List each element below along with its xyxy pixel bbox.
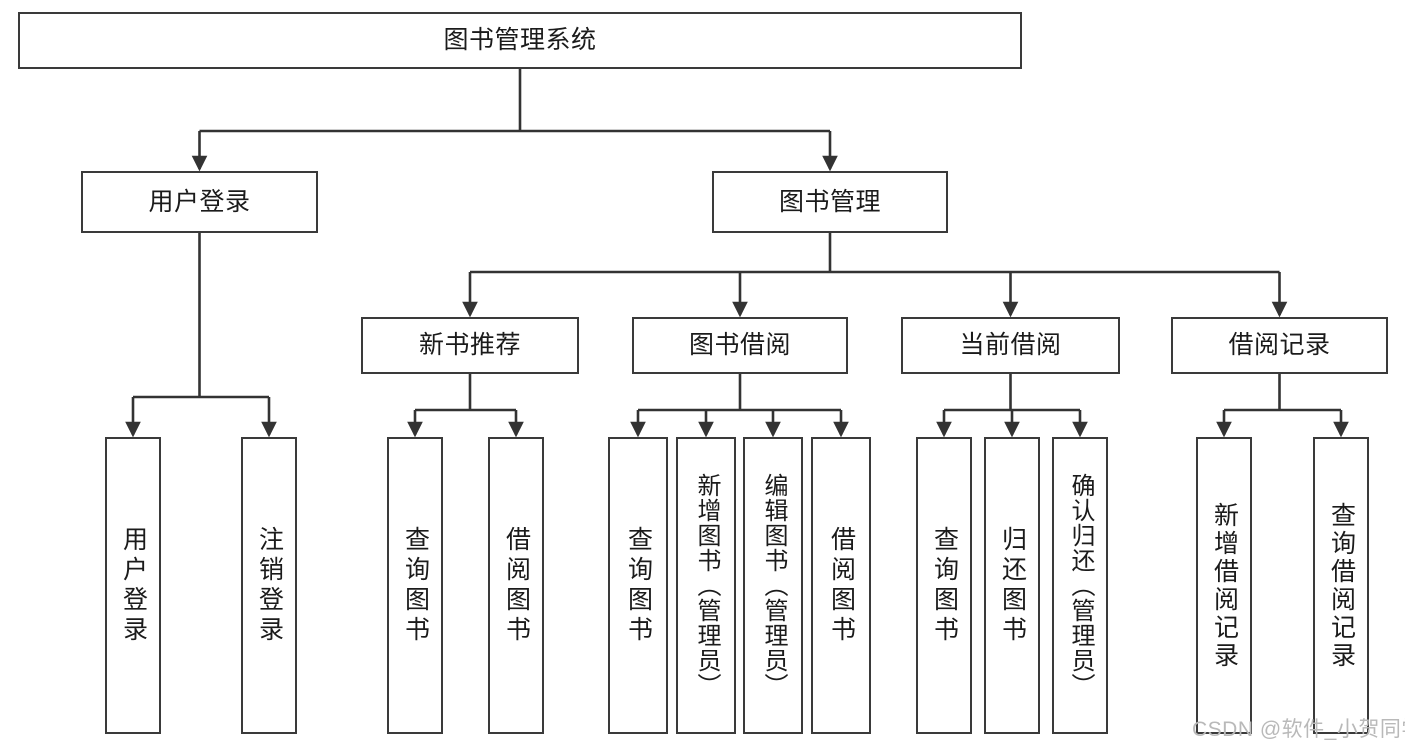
node-leaf-borrow-edit[interactable]: 编辑图书（管理员） [743,437,803,734]
node-label-books: 图书管理 [778,187,881,216]
node-records[interactable]: 借阅记录 [1171,317,1388,374]
node-current[interactable]: 当前借阅 [901,317,1120,374]
node-label-leaf-user-login: 用户登录 [119,525,148,646]
node-label-recommend: 新书推荐 [418,331,521,360]
node-recommend[interactable]: 新书推荐 [361,317,579,374]
node-label-leaf-borrow-add: 新增图书（管理员） [693,473,720,698]
node-leaf-borrow-lend[interactable]: 借阅图书 [811,437,871,734]
node-leaf-user-logout[interactable]: 注销登录 [241,437,297,734]
node-label-leaf-cur-return: 归还图书 [998,525,1027,646]
node-label-login: 用户登录 [148,187,251,216]
node-root[interactable]: 图书管理系统 [18,12,1022,69]
node-leaf-rec-add[interactable]: 新增借阅记录 [1196,437,1252,734]
node-leaf-user-login[interactable]: 用户登录 [105,437,161,734]
node-leaf-cur-return[interactable]: 归还图书 [984,437,1040,734]
csdn-watermark: CSDN @软件_小贺同学 [1192,718,1405,741]
node-label-leaf-borrow-edit: 编辑图书（管理员） [760,473,787,698]
node-label-current: 当前借阅 [959,331,1062,360]
node-label-leaf-cur-query: 查询图书 [930,525,959,646]
node-label-leaf-user-logout: 注销登录 [255,525,284,646]
node-leaf-borrow-query[interactable]: 查询图书 [608,437,668,734]
node-label-leaf-borrow-query: 查询图书 [624,525,653,646]
node-label-leaf-rec-query: 查询图书 [401,525,430,646]
node-leaf-rec-search[interactable]: 查询借阅记录 [1313,437,1369,734]
node-label-records: 借阅记录 [1228,331,1331,360]
node-label-leaf-rec-borrow: 借阅图书 [502,525,531,646]
node-borrow[interactable]: 图书借阅 [632,317,848,374]
node-login[interactable]: 用户登录 [81,171,318,233]
node-label-leaf-borrow-lend: 借阅图书 [827,525,856,646]
node-leaf-cur-confirm[interactable]: 确认归还（管理员） [1052,437,1108,734]
node-leaf-rec-borrow[interactable]: 借阅图书 [488,437,544,734]
node-leaf-cur-query[interactable]: 查询图书 [916,437,972,734]
node-label-root: 图书管理系统 [443,26,597,55]
node-leaf-rec-query[interactable]: 查询图书 [387,437,443,734]
node-label-borrow: 图书借阅 [688,331,791,360]
node-label-leaf-rec-add: 新增借阅记录 [1210,501,1239,670]
node-label-leaf-cur-confirm: 确认归还（管理员） [1067,473,1094,698]
node-books[interactable]: 图书管理 [712,171,948,233]
node-leaf-borrow-add[interactable]: 新增图书（管理员） [676,437,736,734]
node-label-leaf-rec-search: 查询借阅记录 [1327,501,1356,670]
